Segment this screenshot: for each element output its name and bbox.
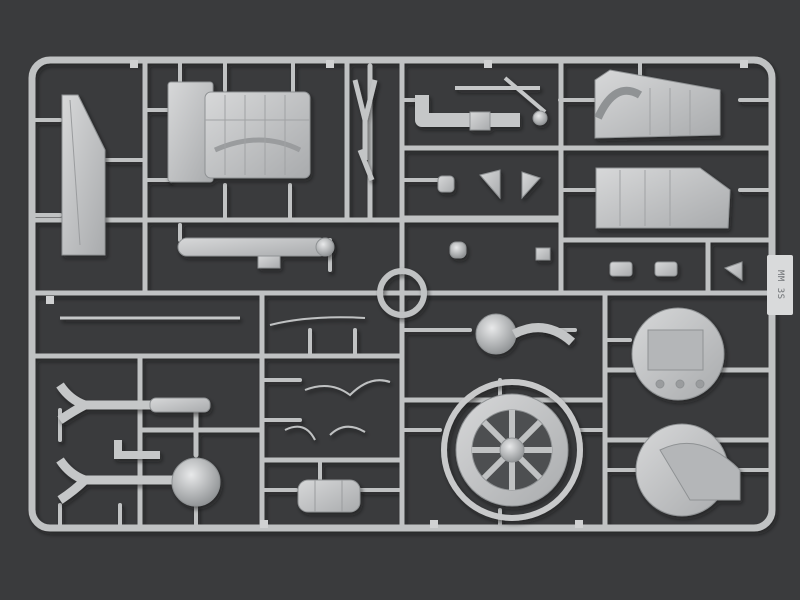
wire-part-b [304, 379, 391, 397]
sprue-ring [377, 268, 427, 318]
fuel-tank-part [297, 479, 361, 513]
exhaust-ball-part [56, 457, 221, 507]
small-fin-part [479, 169, 501, 200]
small-tab-part-b [654, 261, 678, 277]
small-block-part [535, 247, 551, 261]
wire-part [269, 316, 366, 326]
small-clip-part [437, 175, 455, 193]
wire-part-c [284, 425, 366, 441]
round-plate-lower [635, 423, 741, 517]
shroud-part-top [594, 69, 721, 139]
cylinder-tube-part [177, 237, 335, 269]
turbine-wheel-part [441, 379, 583, 521]
small-fin-part-b [521, 171, 541, 200]
sprue-frame [28, 56, 776, 532]
pipe-assembly-part [415, 76, 548, 131]
number-tabs [46, 60, 748, 528]
bracket-part [352, 79, 378, 181]
small-pipe-part [114, 440, 160, 459]
engine-block-part [167, 81, 311, 183]
small-cone-part [723, 261, 743, 281]
parts [56, 69, 743, 521]
sprue-tag: MM 3S [767, 255, 793, 315]
knob-part [449, 241, 467, 259]
side-panel-part [61, 94, 106, 256]
exhaust-pipe-part [56, 382, 211, 424]
round-plate-upper [631, 307, 725, 401]
small-tab-part [609, 261, 633, 277]
shroud-part-middle [595, 167, 731, 229]
dome-pipe-part [475, 313, 575, 355]
sprue-tag-text: MM 3S [775, 270, 785, 300]
